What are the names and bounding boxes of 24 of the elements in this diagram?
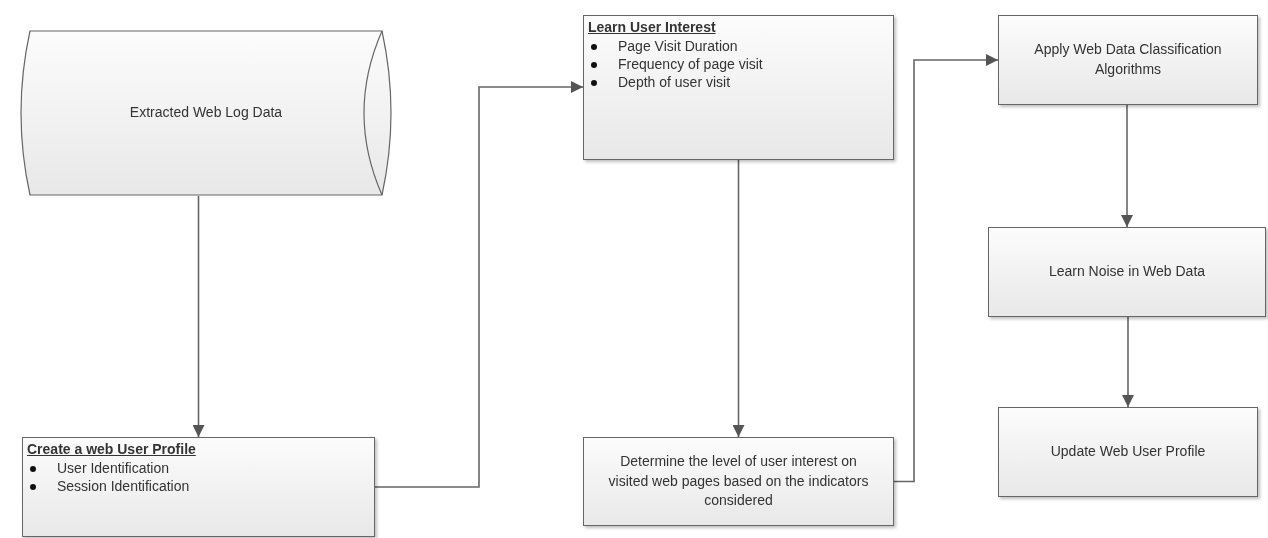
box-heading: Create a web User Profile (27, 441, 196, 457)
bullet-item: Frequency of page visit (588, 56, 763, 72)
box-label: Extracted Web Log Data (129, 103, 283, 123)
arrow (732, 159, 745, 438)
list-box (583, 15, 894, 160)
list-box (22, 437, 375, 537)
process-box (583, 437, 894, 526)
arrow (374, 81, 584, 488)
process-box (998, 407, 1258, 497)
process-box (998, 15, 1258, 105)
box-label: Apply Web Data Classification Algorithms (1033, 40, 1223, 79)
box-label: Learn Noise in Web Data (1048, 262, 1206, 282)
arrow (1121, 104, 1133, 228)
bullet-item: Page Visit Duration (588, 38, 738, 54)
bullet-item: User Identification (27, 460, 170, 476)
process-box (988, 227, 1266, 317)
box-heading: Learn User Interest (588, 19, 716, 35)
bullet-item: Session Identification (27, 478, 190, 494)
arrow (192, 195, 205, 438)
bullet-item: Depth of user visit (588, 74, 731, 90)
arrow (1122, 316, 1134, 408)
box-label: Update Web User Profile (1050, 442, 1206, 462)
arrow (893, 54, 999, 483)
box-label: Determine the level of user interest on visited web pages based on the indicators considered (607, 452, 870, 511)
